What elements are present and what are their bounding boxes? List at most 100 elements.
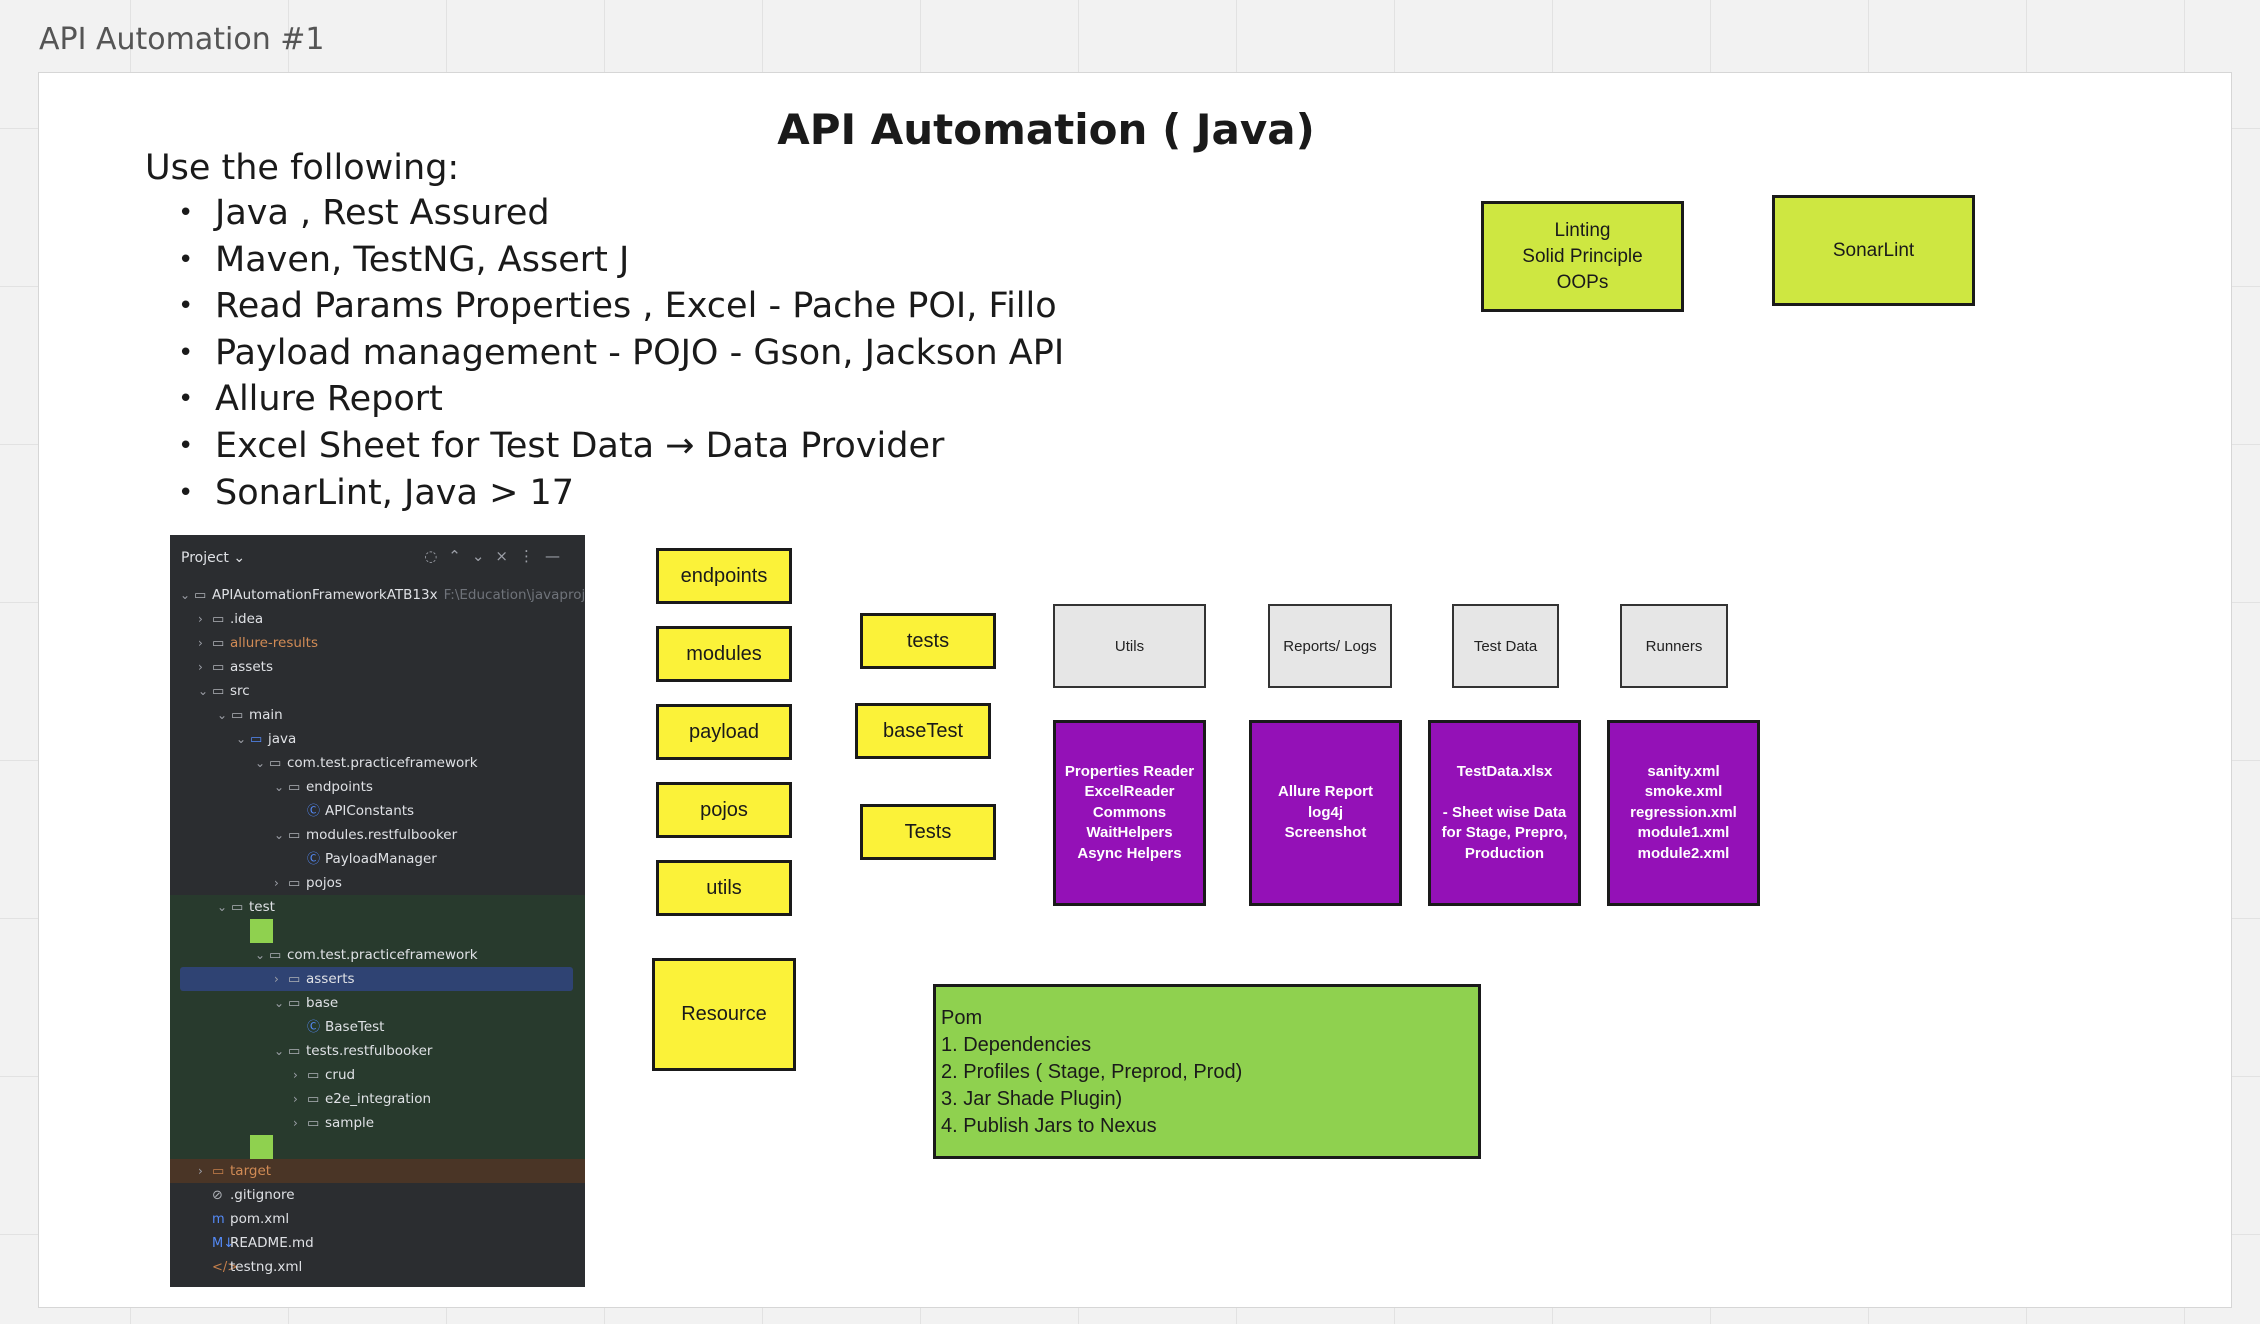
tree-label: modules.restfulbooker (306, 827, 458, 843)
sticky-text: tests (906, 629, 950, 652)
sticky-resource[interactable]: Resource (652, 958, 796, 1071)
tree-row[interactable]: ⌄▭modules.restfulbooker (170, 823, 585, 847)
tree-row[interactable]: ⌄▭com.test.practiceframework (170, 751, 585, 775)
sticky-tests[interactable]: tests (860, 613, 996, 669)
chevron-right-icon: › (274, 876, 279, 890)
tree-row[interactable]: ⌄▭java (170, 919, 585, 964)
sticky-text: SonarLint (1832, 239, 1915, 261)
sticky-reports-category[interactable]: Reports/ Logs (1268, 604, 1392, 688)
class-icon: Ⓒ (307, 804, 321, 819)
folder-icon: ▭ (212, 612, 225, 627)
sticky-testdata-detail[interactable]: TestData.xlsx - Sheet wise Data for Stag… (1428, 720, 1581, 906)
tree-label: asserts (306, 971, 355, 987)
tree-row[interactable]: ⌄▭main (170, 703, 585, 727)
sticky-text: Runners (1645, 637, 1703, 655)
sticky-linting[interactable]: Linting Solid Principle OOPs (1481, 201, 1684, 312)
chevron-right-icon: › (198, 1164, 203, 1178)
chevron-down-icon: ⌄ (198, 684, 209, 698)
tree-row[interactable]: › ▭ .idea (170, 607, 585, 631)
tech-item: Payload management - POJO - Gson, Jackso… (178, 330, 1064, 377)
class-icon: Ⓒ (307, 852, 321, 867)
tree-row[interactable]: ⊘.gitignore (170, 1183, 585, 1207)
tree-row[interactable]: ›▭e2e_integration (170, 1087, 585, 1111)
package-icon: ▭ (288, 780, 301, 795)
sticky-pom[interactable]: Pom 1. Dependencies 2. Profiles ( Stage,… (933, 984, 1481, 1159)
tree-row[interactable]: ›▭sample (170, 1111, 585, 1135)
sticky-payload[interactable]: payload (656, 704, 792, 760)
sticky-tests-class[interactable]: Tests (860, 804, 996, 860)
sticky-sonarlint[interactable]: SonarLint (1772, 195, 1975, 306)
folder-icon: ▭ (231, 708, 244, 723)
sticky-text: Test Data (1473, 637, 1538, 655)
tree-row[interactable]: ⌄▭endpoints (170, 775, 585, 799)
tree-label: com.test.practiceframework (287, 755, 478, 771)
tree-label: .idea (230, 611, 264, 627)
tree-row[interactable]: ›▭target (170, 1159, 585, 1183)
sticky-runners-category[interactable]: Runners (1620, 604, 1728, 688)
chevron-right-icon: › (293, 1068, 298, 1082)
tree-label: BaseTest (325, 1019, 385, 1035)
tree-row[interactable]: ›▭allure-results (170, 631, 585, 655)
chevron-right-icon: › (293, 1092, 298, 1106)
tree-label: pom.xml (230, 1211, 290, 1227)
tree-row[interactable]: ⌄▭test (170, 895, 585, 919)
sticky-text: TestData.xlsx - Sheet wise Data for Stag… (1441, 762, 1568, 862)
sticky-endpoints[interactable]: endpoints (656, 548, 792, 604)
sticky-basetest[interactable]: baseTest (855, 703, 991, 759)
project-dropdown[interactable]: Project ⌄ (181, 550, 246, 566)
sticky-pojos[interactable]: pojos (656, 782, 792, 838)
ide-toolbar-icons[interactable]: ◌⌃⌄×⋮— (424, 547, 571, 565)
sticky-utils-detail[interactable]: Properties Reader ExcelReader Commons Wa… (1053, 720, 1206, 906)
tree-row[interactable]: ›▭assets (170, 655, 585, 679)
tree-row[interactable]: ›▭crud (170, 1063, 585, 1087)
tree-row[interactable]: ⌄▭java (170, 727, 585, 751)
tech-item: Excel Sheet for Test Data → Data Provide… (178, 423, 1064, 470)
tree-row[interactable]: ⌄▭tests.restfulbooker (170, 1039, 585, 1063)
sticky-runners-detail[interactable]: sanity.xml smoke.xml regression.xml modu… (1607, 720, 1760, 906)
chevron-down-icon: ⌄ (255, 756, 266, 770)
tree-row[interactable]: M↓README.md (170, 1231, 585, 1255)
tech-item: Maven, TestNG, Assert J (178, 237, 1064, 284)
tree-row[interactable]: ›▭pojos (170, 871, 585, 895)
chevron-down-icon: ⌄ (274, 996, 285, 1010)
sticky-text: Pom 1. Dependencies 2. Profiles ( Stage,… (941, 1007, 1243, 1137)
package-icon: ▭ (288, 972, 301, 987)
chevron-right-icon: › (198, 612, 203, 626)
tree-row[interactable]: ⌄▭src (170, 679, 585, 703)
xml-icon: </> (212, 1260, 239, 1275)
package-icon: ▭ (288, 1044, 301, 1059)
package-icon: ▭ (307, 1092, 320, 1107)
ide-project-panel: Project ⌄ ◌⌃⌄×⋮— ⌄▭APIAutomationFramewor… (170, 535, 585, 1287)
class-icon: Ⓒ (307, 1020, 321, 1035)
tech-list: Java , Rest Assured Maven, TestNG, Asser… (178, 190, 1064, 516)
ide-header: Project ⌄ ◌⌃⌄×⋮— (170, 535, 585, 579)
board-title: API Automation ( Java) (777, 105, 1315, 154)
chevron-down-icon: ⌄ (236, 732, 247, 746)
chevron-right-icon: › (198, 660, 203, 674)
tree-row[interactable]: Ⓒ BaseTest (170, 1015, 585, 1039)
tree-row[interactable]: </>testng.xml (170, 1255, 585, 1279)
chevron-down-icon: ⌄ (274, 1044, 285, 1058)
tree-path: F:\Education\javaproject (443, 587, 585, 603)
tree-row[interactable]: ›▭resources (170, 1135, 585, 1180)
sticky-text: endpoints (680, 564, 768, 587)
tech-item: Read Params Properties , Excel - Pache P… (178, 283, 1064, 330)
sticky-modules[interactable]: modules (656, 626, 792, 682)
tree-label: .gitignore (230, 1187, 295, 1203)
tree-row[interactable]: ⌄▭base (170, 991, 585, 1015)
tree-row[interactable]: ⌄▭com.test.practiceframework (170, 943, 585, 967)
sticky-reports-detail[interactable]: Allure Report log4j Screenshot (1249, 720, 1402, 906)
tree-row-selected[interactable]: ›▭asserts (180, 967, 573, 991)
sticky-utils-category[interactable]: Utils (1053, 604, 1206, 688)
sticky-utils[interactable]: utils (656, 860, 792, 916)
tree-label: testng.xml (230, 1259, 303, 1275)
package-icon: ▭ (288, 876, 301, 891)
package-icon: ▭ (307, 1068, 320, 1083)
sticky-text: payload (688, 720, 760, 743)
sticky-testdata-category[interactable]: Test Data (1452, 604, 1559, 688)
